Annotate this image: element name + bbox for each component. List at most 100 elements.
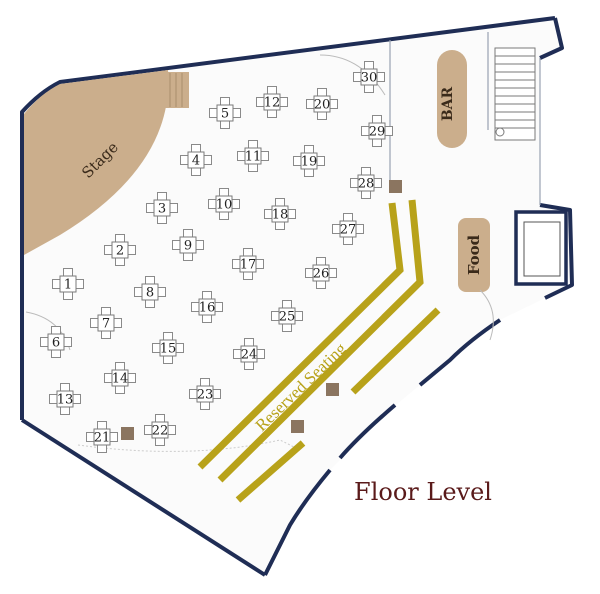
table-8: 8 — [134, 276, 166, 308]
table-4: 4 — [180, 144, 212, 176]
table-20: 20 — [306, 88, 338, 120]
table-top — [56, 390, 74, 408]
table-number: 26 — [313, 267, 330, 282]
table-top — [111, 369, 129, 387]
table-16: 16 — [191, 291, 223, 323]
table-5: 5 — [209, 97, 241, 129]
table-number: 16 — [199, 301, 216, 316]
table-12: 12 — [256, 86, 288, 118]
table-18: 18 — [264, 198, 296, 230]
table-9: 9 — [172, 229, 204, 261]
bar — [437, 50, 467, 148]
table-1: 1 — [52, 268, 84, 300]
table-17: 17 — [232, 248, 264, 280]
table-top — [240, 345, 258, 363]
table-25: 25 — [271, 300, 303, 332]
column — [121, 427, 134, 440]
table-number: 13 — [57, 393, 74, 408]
table-top — [339, 220, 357, 238]
table-top — [300, 152, 318, 170]
table-top — [59, 275, 77, 293]
table-top — [196, 385, 214, 403]
table-number: 2 — [116, 244, 124, 259]
table-top — [313, 95, 331, 113]
table-top — [141, 283, 159, 301]
staircase — [494, 47, 536, 141]
table-24: 24 — [233, 338, 265, 370]
food-label: Food — [465, 234, 483, 275]
table-top — [263, 93, 281, 111]
table-top — [159, 339, 177, 357]
table-number: 10 — [216, 198, 233, 213]
table-number: 17 — [240, 258, 257, 273]
table-number: 24 — [241, 348, 258, 363]
table-30: 30 — [353, 61, 385, 93]
table-top — [97, 314, 115, 332]
table-top — [187, 151, 205, 169]
table-top — [216, 104, 234, 122]
table-number: 22 — [152, 424, 169, 439]
table-number: 14 — [112, 372, 129, 387]
table-top — [271, 205, 289, 223]
table-top — [357, 174, 375, 192]
dancefloor-boundary — [77, 439, 301, 452]
table-6: 6 — [40, 326, 72, 358]
column — [326, 383, 339, 396]
table-top — [360, 68, 378, 86]
table-13: 13 — [49, 383, 81, 415]
table-top — [239, 255, 257, 273]
table-14: 14 — [104, 362, 136, 394]
table-number: 6 — [52, 336, 60, 351]
table-number: 3 — [158, 202, 166, 217]
table-22: 22 — [144, 414, 176, 446]
table-28: 28 — [350, 167, 382, 199]
table-number: 11 — [245, 150, 262, 165]
table-top — [244, 147, 262, 165]
table-top — [151, 421, 169, 439]
table-number: 9 — [184, 239, 192, 254]
bar-label: BAR — [440, 86, 456, 121]
table-top — [215, 195, 233, 213]
table-number: 1 — [64, 278, 72, 293]
columns — [121, 180, 402, 440]
table-top — [111, 241, 129, 259]
table-top — [368, 122, 386, 140]
table-number: 4 — [192, 154, 200, 169]
column — [389, 180, 402, 193]
stage — [24, 70, 189, 255]
table-top — [179, 236, 197, 254]
table-number: 19 — [301, 155, 318, 170]
table-2: 2 — [104, 234, 136, 266]
table-top — [278, 307, 296, 325]
table-number: 28 — [358, 177, 375, 192]
column — [291, 420, 304, 433]
table-top — [47, 333, 65, 351]
table-number: 15 — [160, 342, 177, 357]
table-29: 29 — [361, 115, 393, 147]
table-top — [153, 199, 171, 217]
table-number: 29 — [369, 125, 386, 140]
table-23: 23 — [189, 378, 221, 410]
food-station — [458, 218, 490, 292]
table-15: 15 — [152, 332, 184, 364]
reserved-seating-bars — [197, 199, 441, 503]
table-27: 27 — [332, 213, 364, 245]
table-top — [93, 428, 111, 446]
table-3: 3 — [146, 192, 178, 224]
table-top — [312, 264, 330, 282]
table-top — [198, 298, 216, 316]
table-number: 20 — [314, 98, 331, 113]
table-number: 12 — [264, 96, 281, 111]
table-10: 10 — [208, 188, 240, 220]
table-number: 7 — [102, 317, 110, 332]
elevator — [514, 210, 568, 286]
floor-level-title: Floor Level — [354, 478, 492, 506]
table-21: 21 — [86, 421, 118, 453]
table-number: 30 — [361, 71, 378, 86]
table-11: 11 — [237, 140, 269, 172]
table-number: 21 — [94, 431, 111, 446]
table-26: 26 — [305, 257, 337, 289]
table-number: 18 — [272, 208, 289, 223]
thin-walls — [389, 32, 541, 205]
